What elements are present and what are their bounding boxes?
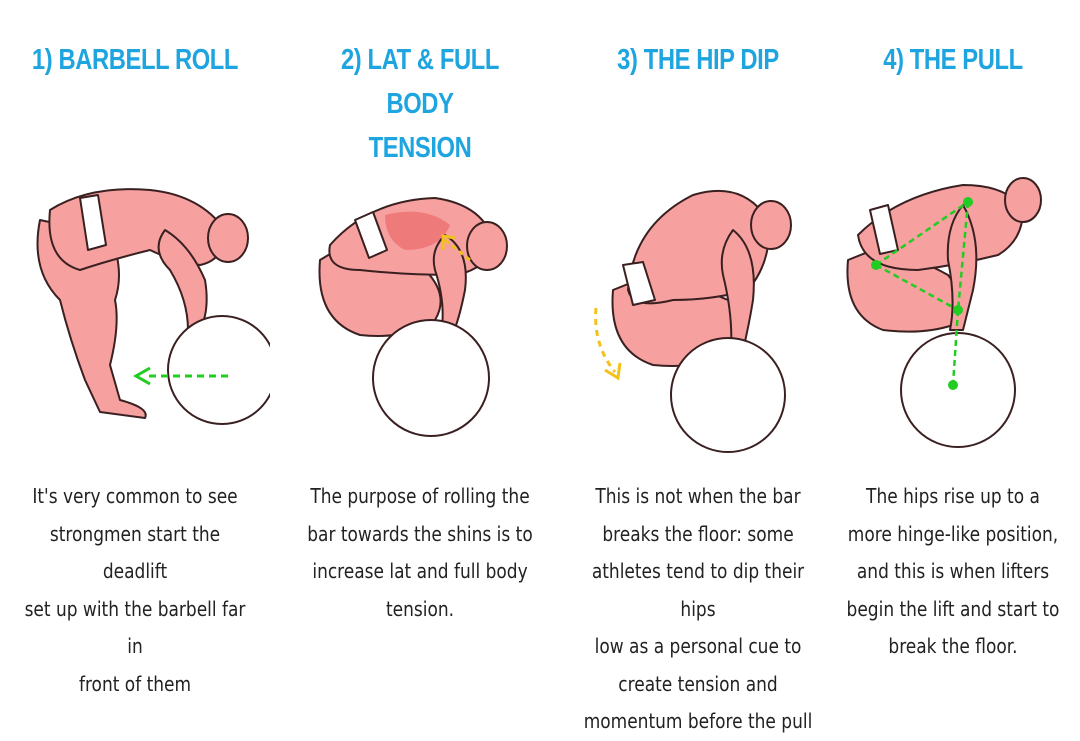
step-2-panel: 2) LAT & FULL BODY TENSION The purpose o… <box>285 0 555 713</box>
step-1-desc-line: It's very common to see <box>32 484 238 508</box>
step-1-illustration <box>36 188 270 425</box>
barbell-plate <box>900 332 1016 448</box>
step-2-title-line-1: 2) LAT & FULL BODY <box>340 44 500 120</box>
step-3-desc-line: low as a personal cue to <box>594 634 802 658</box>
tension-arrow-head <box>441 234 456 250</box>
lifter-head <box>466 221 508 271</box>
step-3-description: This is not when the bar breaks the floo… <box>583 478 813 741</box>
roll-arrow-head <box>132 366 151 386</box>
step-1-panel: 1) BARBELL ROLL It's very common to see … <box>0 0 270 713</box>
hip-to-knee-line <box>875 263 959 312</box>
hip-dip-arrow <box>594 307 617 373</box>
step-3-desc-line: This is not when the bar <box>595 484 801 508</box>
step-1-desc-line: set up with the barbell far in <box>24 596 246 659</box>
step-3-title-line-1: 3) THE HIP DIP <box>617 44 779 76</box>
step-3-desc-line: create tension and <box>618 671 778 696</box>
step-1-title: 1) BARBELL ROLL <box>24 38 245 82</box>
knee-to-bar-line <box>951 309 960 386</box>
hip-to-shoulder-line <box>875 200 969 267</box>
step-3-panel: 3) THE HIP DIP This is not when the bar … <box>563 0 833 733</box>
step-4-desc-line: The hips rise up to a <box>866 484 1040 508</box>
barbell-plate <box>167 315 270 425</box>
hip-joint-marker <box>871 260 881 270</box>
lifter-head <box>207 213 249 263</box>
step-3-illustration <box>594 189 792 453</box>
lifting-belt <box>869 204 899 255</box>
shoulder-to-knee-line <box>956 201 970 311</box>
bar-position-marker <box>948 380 958 390</box>
lifter-torso <box>857 184 1024 271</box>
step-2-desc-line: increase lat and full body <box>312 559 528 583</box>
step-3-desc-line: momentum before the pull <box>583 709 813 733</box>
step-2-illustration <box>318 197 508 437</box>
step-2-title: 2) LAT & FULL BODY TENSION <box>309 38 530 170</box>
step-4-title: 4) THE PULL <box>842 38 1063 82</box>
step-2-desc-line: tension. <box>385 596 455 621</box>
step-2-title-line-2: TENSION <box>368 132 472 164</box>
step-1-desc-line: front of them <box>78 671 192 696</box>
lifter-legs <box>36 219 147 419</box>
step-4-panel: 4) THE PULL The hips rise up to a mor <box>818 0 1080 713</box>
step-1-title-line-1: 1) BARBELL ROLL <box>31 44 239 76</box>
step-4-desc-line: and this is when lifters <box>856 559 1050 583</box>
lat-highlight <box>385 211 450 250</box>
step-3-desc-line: breaks the floor: some <box>602 521 794 546</box>
lifting-belt <box>79 194 107 251</box>
lifter-head <box>1004 177 1042 223</box>
step-4-desc-line: more hinge-like position, <box>847 521 1059 546</box>
step-3-title: 3) THE HIP DIP <box>587 38 808 82</box>
step-2-desc-line: The purpose of rolling the <box>310 484 530 508</box>
step-4-title-line-1: 4) THE PULL <box>883 44 1023 76</box>
step-4-desc-line: begin the lift and start to <box>846 596 1060 621</box>
knee-joint-marker <box>953 305 963 315</box>
lifter-head <box>750 200 792 250</box>
step-3-desc-line: athletes tend to dip their hips <box>591 559 805 621</box>
step-1-desc-line: strongmen start the deadlift <box>49 521 221 584</box>
lifting-belt <box>354 211 388 259</box>
step-4-illustration <box>846 177 1042 448</box>
hip-dip-arrow-head <box>604 362 622 381</box>
barbell-plate <box>670 337 786 453</box>
step-4-description: The hips rise up to a more hinge-like po… <box>838 478 1068 666</box>
barbell-plate <box>372 319 490 437</box>
lifting-belt <box>622 261 656 306</box>
step-2-description: The purpose of rolling the bar towards t… <box>305 478 535 628</box>
shoulder-joint-marker <box>963 197 973 207</box>
step-4-desc-line: break the floor. <box>888 634 1018 658</box>
lifter-torso <box>48 188 226 271</box>
step-2-desc-line: bar towards the shins is to <box>307 521 533 546</box>
step-1-description: It's very common to see strongmen start … <box>20 478 250 703</box>
